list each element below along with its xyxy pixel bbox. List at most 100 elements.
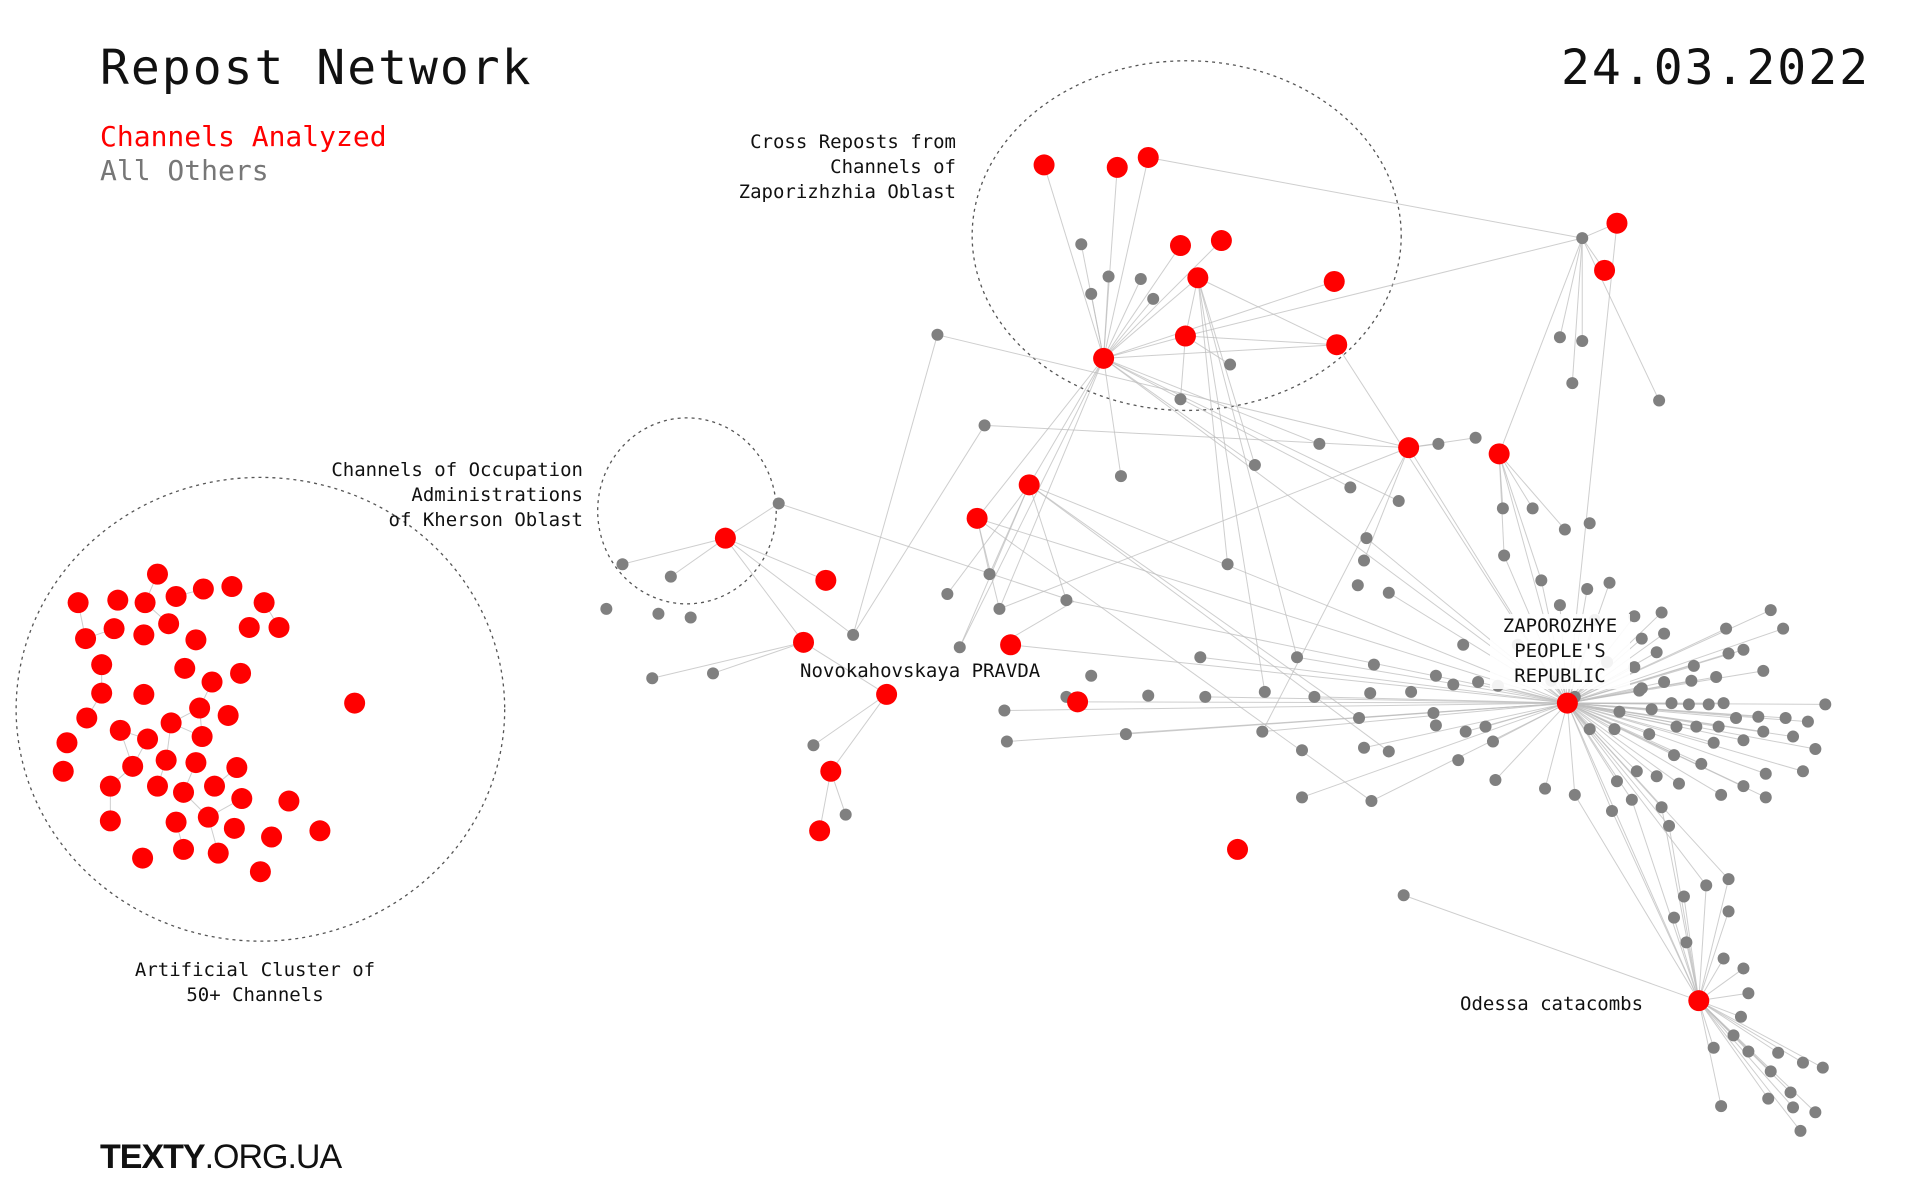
edge (1103, 357, 1256, 466)
node-other (1358, 554, 1370, 567)
edge (959, 484, 1030, 648)
node-analyzed (309, 820, 331, 842)
edge (1698, 1000, 1804, 1064)
edge (1103, 335, 1186, 359)
annotation-kherson: Channels of Occupation Administrations o… (331, 459, 583, 531)
node-other (1486, 735, 1499, 748)
edge (1103, 357, 1320, 445)
edge (1148, 156, 1583, 239)
edge (1567, 687, 1642, 704)
node-analyzed (158, 613, 180, 635)
node-other (1291, 651, 1304, 664)
node-analyzed (173, 838, 195, 860)
node-other (1489, 773, 1502, 786)
node-other (1479, 720, 1492, 733)
node-analyzed (217, 704, 239, 726)
node-other (1794, 1124, 1807, 1137)
node-analyzed (1398, 437, 1420, 459)
node-analyzed (137, 728, 159, 750)
node-other (1603, 576, 1616, 589)
node-analyzed (134, 592, 156, 614)
node-analyzed (133, 624, 155, 646)
node-other (1142, 689, 1155, 702)
node-other (1558, 523, 1571, 536)
node-other (1695, 757, 1708, 770)
edge (1029, 484, 1568, 704)
node-other (1777, 622, 1790, 635)
node-analyzed (201, 671, 223, 693)
node-analyzed (1556, 692, 1578, 714)
edge (1205, 696, 1568, 704)
edge (1028, 358, 1105, 486)
node-other (1568, 788, 1581, 801)
node-other (1796, 1056, 1809, 1069)
node-analyzed (253, 592, 275, 614)
edge (1261, 447, 1410, 732)
node-analyzed (191, 726, 213, 748)
node-analyzed (249, 861, 271, 883)
node-analyzed (189, 697, 211, 719)
edge (1567, 702, 1804, 772)
node-analyzed (238, 616, 260, 638)
node-other (1526, 502, 1539, 515)
node-analyzed (146, 775, 168, 797)
node-analyzed (1106, 156, 1128, 178)
node-other (1665, 697, 1678, 710)
edge (1197, 277, 1298, 658)
edge (1567, 702, 1650, 735)
node-analyzed (204, 775, 226, 797)
node-analyzed (1000, 634, 1022, 656)
node-other (807, 739, 820, 752)
node-other (1690, 720, 1703, 733)
node-analyzed (146, 563, 168, 585)
edge (1185, 237, 1583, 337)
node-other (1432, 437, 1445, 450)
date-label: 24.03.2022 (1561, 40, 1870, 96)
node-analyzed (109, 719, 131, 741)
node-other (1397, 889, 1410, 902)
node-other (1658, 676, 1671, 688)
node-other (772, 497, 785, 510)
node-other (1553, 599, 1566, 612)
zaporizhzhia-outline (971, 60, 1402, 412)
node-other (1351, 579, 1364, 592)
node-analyzed (67, 592, 89, 614)
edge (1185, 335, 1337, 346)
node-other (1498, 549, 1511, 562)
node-other (1819, 698, 1832, 711)
node-other (1722, 905, 1735, 918)
node-other (1668, 749, 1680, 762)
node-other (1787, 1101, 1800, 1114)
node-other (941, 587, 954, 600)
node-other (684, 611, 697, 624)
edge (1567, 702, 1638, 772)
node-other (1762, 1092, 1775, 1105)
node-analyzed (52, 760, 74, 782)
edge (1103, 357, 1351, 488)
edge (1103, 277, 1199, 359)
node-other (1796, 765, 1809, 778)
edge (803, 641, 887, 695)
node-other (1670, 720, 1683, 733)
node-other (1643, 728, 1656, 741)
node-other (1722, 873, 1735, 886)
edge (1544, 702, 1568, 789)
annotation-novokahovskaya: Novokahovskaya PRAVDA (800, 660, 1041, 682)
node-other (1102, 270, 1115, 283)
node-other (1313, 437, 1326, 450)
node-other (1194, 651, 1207, 664)
node-other (1655, 801, 1668, 814)
node-other (839, 808, 852, 821)
node-analyzed (197, 806, 219, 828)
node-analyzed (278, 790, 300, 812)
node-analyzed (1018, 474, 1040, 496)
node-other (1613, 705, 1626, 718)
edge (1567, 702, 1657, 777)
node-other (1583, 517, 1596, 530)
node-analyzed (91, 682, 113, 704)
legend-analyzed: Channels Analyzed (100, 120, 387, 153)
node-other (1707, 1041, 1720, 1054)
node-analyzed (820, 760, 842, 782)
edge (725, 503, 779, 539)
